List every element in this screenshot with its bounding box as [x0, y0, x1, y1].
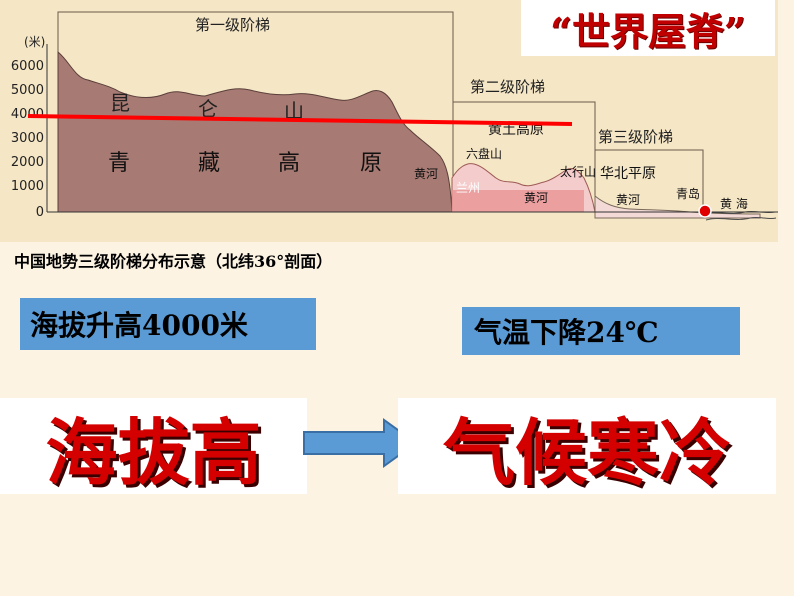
cold-climate-label: 气候寒冷: [398, 398, 776, 495]
y-tick: 6000: [11, 59, 44, 74]
label-gao: 高: [278, 151, 300, 176]
roof-of-world-title: “世界屋脊”: [521, 0, 775, 56]
step2-label: 第二级阶梯: [470, 78, 545, 96]
label-lun: 仑: [198, 97, 218, 121]
label-qingdao: 青岛: [676, 186, 700, 201]
plateau-area: [57, 50, 453, 213]
label-huanghe-2: 黄河: [524, 191, 548, 205]
label-huanghe-3: 黄河: [616, 193, 640, 207]
unit-label: (米): [24, 35, 45, 49]
label-liupan: 六盘山: [466, 146, 502, 161]
label-huabei: 华北平原: [600, 166, 656, 182]
diagram-caption: 中国地势三级阶梯分布示意（北纬36°剖面）: [14, 252, 333, 271]
y-tick: 3000: [11, 131, 44, 146]
y-tick: 4000: [11, 107, 44, 122]
high-altitude-label: 海拔高: [0, 398, 307, 495]
step3-label: 第三级阶梯: [598, 128, 673, 146]
altitude-reference-line: [27, 114, 573, 126]
y-tick: 0: [36, 205, 44, 220]
temperature-drop-box: 气温下降24℃: [462, 307, 740, 355]
label-taihang: 太行山: [560, 164, 596, 179]
qingdao-marker: [698, 204, 712, 218]
altitude-rise-box: 海拔升高4000米: [20, 298, 316, 350]
label-zang: 藏: [198, 151, 220, 176]
label-huanghe-1: 黄河: [414, 167, 438, 181]
label-lanzhou: 兰州: [456, 181, 480, 195]
label-huanghai: 黄 海: [720, 196, 748, 211]
step1-label: 第一级阶梯: [195, 16, 270, 34]
label-kun: 昆: [110, 91, 130, 115]
y-tick: 5000: [11, 83, 44, 98]
y-tick: 2000: [11, 155, 44, 170]
label-shan: 山: [284, 99, 304, 123]
label-qing: 青: [108, 151, 130, 176]
y-ticks: 6000 5000 4000 3000 2000 1000 0: [11, 59, 44, 220]
label-yuan: 原: [360, 151, 382, 176]
y-tick: 1000: [11, 179, 44, 194]
